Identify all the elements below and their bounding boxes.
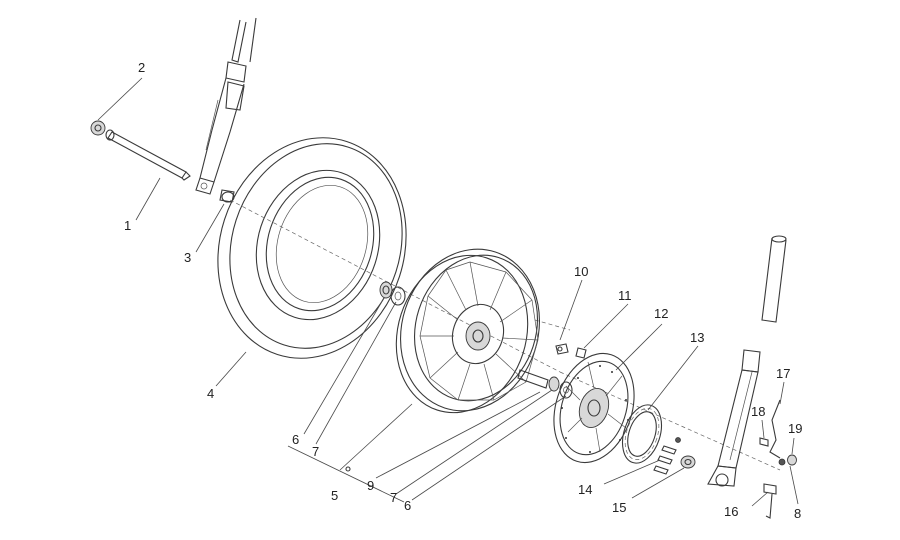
axle-nut <box>90 120 106 136</box>
tyre <box>217 137 407 359</box>
callout-c12: 12 <box>654 306 668 321</box>
callout-c15: 15 <box>612 500 626 515</box>
valve <box>555 343 587 359</box>
callout-c19: 19 <box>788 421 802 436</box>
callout-c5: 5 <box>331 488 338 503</box>
callout-c18: 18 <box>751 404 765 419</box>
callout-c16: 16 <box>724 504 738 519</box>
callout-c4: 4 <box>207 386 214 401</box>
callout-c17: 17 <box>776 366 790 381</box>
callout-c2: 2 <box>138 60 145 75</box>
callout-c7b: 7 <box>390 490 397 505</box>
tone-wheel <box>621 404 663 464</box>
left-fork-leg <box>195 17 257 195</box>
leader-lines <box>97 77 799 507</box>
left-bearing <box>379 281 406 306</box>
disc-screws <box>653 437 681 475</box>
callout-c1: 1 <box>124 218 131 233</box>
callout-c7a: 7 <box>312 444 319 459</box>
callout-c3: 3 <box>184 250 191 265</box>
callout-labels: 2 1 3 4 6 7 5 9 7 6 10 11 12 13 14 15 16… <box>124 60 802 521</box>
abs-sensor <box>759 399 797 519</box>
callout-c11: 11 <box>618 288 632 303</box>
hub-spacer <box>517 369 573 399</box>
callout-c8: 8 <box>794 506 801 521</box>
front-axle <box>105 129 191 181</box>
callout-c9: 9 <box>367 478 374 493</box>
callout-c6a: 6 <box>292 432 299 447</box>
callout-c10: 10 <box>574 264 588 279</box>
callout-c14: 14 <box>578 482 592 497</box>
right-spacer <box>680 455 696 469</box>
right-fork-leg <box>707 235 787 487</box>
valve-cap <box>345 466 351 472</box>
callout-c13: 13 <box>690 330 704 345</box>
callout-c6b: 6 <box>404 498 411 513</box>
brake-disc <box>553 352 635 464</box>
wheel-rim <box>395 248 541 414</box>
